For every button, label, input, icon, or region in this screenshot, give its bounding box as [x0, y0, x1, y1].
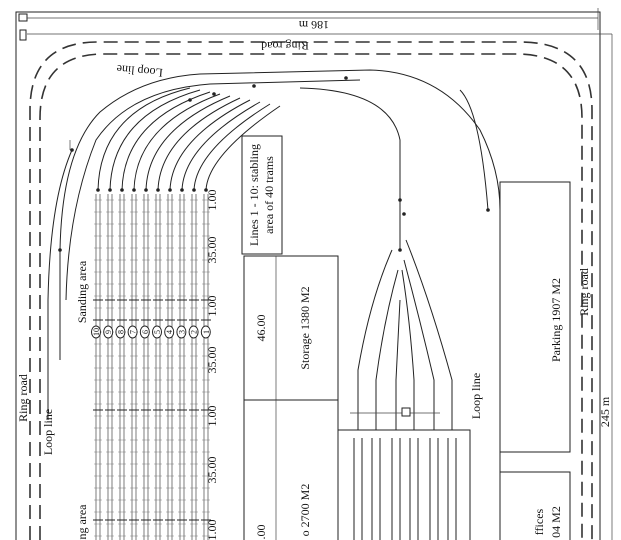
line-number-marker — [91, 325, 101, 339]
storage-dimension: 46.00 — [254, 315, 268, 342]
sanding-area-upper-label: Sanding area — [75, 260, 89, 323]
maintenance-hall — [337, 239, 471, 540]
line-number-marker — [103, 325, 114, 339]
workshop-building: .00 o 2700 M2 — [243, 399, 339, 540]
storage-label: Storage 1380 M2 — [298, 286, 312, 369]
line-number-marker — [152, 325, 162, 339]
line-number-label: 4 — [165, 330, 174, 334]
line-number-label: 6 — [141, 330, 150, 334]
parking-label: Parking 1907 M2 — [549, 278, 563, 362]
line-number-label: 10 — [92, 328, 101, 336]
sanding-area-lower-label: ng area — [75, 504, 89, 540]
loop-line-right-label: Loop line — [469, 373, 483, 419]
segment-length-label: 1.00 — [205, 520, 219, 540]
height-dimension-label: 245 m — [598, 396, 612, 427]
segment-length-label: 1.00 — [205, 296, 219, 317]
workshop-dimension: .00 — [254, 525, 268, 540]
line-number-label: 8 — [116, 330, 125, 334]
stabling-lines — [93, 194, 211, 540]
width-dimension-label: 186 m — [298, 18, 329, 32]
line-number-label: 1 — [202, 330, 211, 334]
workshop-label: o 2700 M2 — [298, 484, 312, 537]
offices-building: ffices 04 M2 — [499, 471, 571, 540]
stabling-note-line2: area of 40 trams — [262, 156, 276, 234]
line-number-marker — [127, 325, 138, 339]
switch-markers — [58, 76, 490, 252]
ring-road-dashed — [29, 41, 593, 540]
offices-label-1: ffices — [532, 508, 546, 535]
line-number-label: 7 — [129, 330, 138, 334]
offices-label-2: 04 M2 — [549, 506, 563, 538]
stabling-note-box: Lines 1 - 10: stabling area of 40 trams — [241, 135, 283, 255]
line-number-marker — [164, 325, 175, 339]
site-boundary — [15, 8, 613, 540]
loop-line-left-label: Loop line — [41, 409, 55, 455]
segment-length-label: 1.00 — [205, 190, 219, 211]
ring-road-left-label: Ring road — [16, 374, 30, 422]
line-number-label: 3 — [177, 330, 186, 334]
parking-building: Parking 1907 M2 — [499, 181, 571, 453]
storage-building: 46.00 Storage 1380 M2 — [243, 255, 339, 401]
fan-tracks — [97, 87, 401, 250]
segment-length-label: 35.00 — [205, 237, 219, 264]
line-number-marker — [176, 325, 187, 339]
segment-length-label: 35.00 — [205, 457, 219, 484]
ring-road-right-label: Ring road — [577, 268, 591, 316]
line-number-label: 2 — [190, 330, 199, 334]
loop-line-top-label: Loop line — [116, 62, 163, 80]
line-number-marker — [188, 325, 199, 339]
segment-length-labels: 1.00 35.00 1.00 35.00 1.00 35.00 1.00 — [205, 190, 219, 540]
segment-length-label: 1.00 — [205, 406, 219, 427]
loop-line-tracks — [47, 69, 501, 480]
line-number-marker — [115, 325, 126, 339]
line-number-marker — [200, 325, 211, 339]
line-number-label: 5 — [153, 330, 162, 334]
segment-length-label: 35.00 — [205, 347, 219, 374]
ring-road-top-label: Ring road — [261, 39, 309, 53]
line-number-label: 9 — [104, 330, 113, 334]
stabling-note-line1: Lines 1 - 10: stabling — [247, 144, 261, 246]
line-number-marker — [139, 325, 150, 339]
